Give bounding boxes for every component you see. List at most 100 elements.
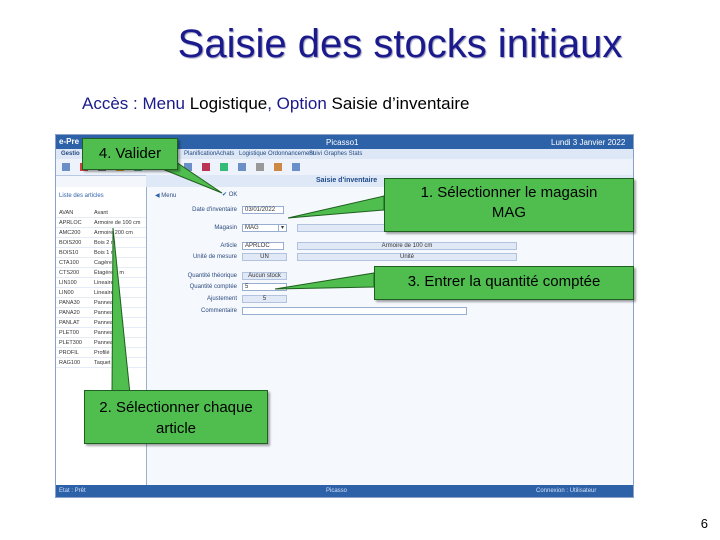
list-item[interactable]: PANA30 Panneau	[56, 297, 146, 308]
app-menubar: Gestio Planification Achats Logistique O…	[56, 149, 633, 159]
list-item[interactable]: RAG100 Taquet	[56, 357, 146, 368]
list-item[interactable]: PROFIL Profilé	[56, 347, 146, 358]
page-number: 6	[700, 516, 708, 531]
article-code: AMC200	[59, 230, 81, 236]
status-app: Picasso	[326, 488, 348, 494]
article-description: Panneau	[94, 340, 117, 346]
store-label: Magasin	[214, 225, 237, 231]
article-code: PANLAT	[59, 320, 80, 326]
article-description: Avant	[94, 210, 108, 216]
article-description: Armoire 200 cm	[94, 230, 133, 236]
article-code: CTA100	[59, 260, 79, 266]
tab-gestion[interactable]: Gestio	[61, 151, 80, 157]
ok-button[interactable]: ✔ OK	[222, 191, 237, 198]
list-item[interactable]: CTS200 Étagère 2 m	[56, 267, 146, 278]
back-icon[interactable]	[62, 163, 70, 171]
list-item[interactable]: APRLOC Armoire de 100 cm	[56, 217, 146, 228]
access-path: Accès : Menu Logistique, Option Saisie d…	[82, 94, 469, 114]
mail-icon[interactable]	[274, 163, 282, 171]
chart-icon[interactable]	[202, 163, 210, 171]
counted-qty-label: Quantité comptée	[189, 284, 237, 290]
access-option: Saisie d’inventaire	[331, 94, 470, 113]
list-item[interactable]: BOIS10 Bois 1 m	[56, 247, 146, 258]
status-user: Connexion : Utilisateur	[536, 488, 597, 494]
article-description: Panneau	[94, 330, 117, 336]
article-code: APRLOC	[59, 220, 82, 226]
article-description: Panneau	[94, 310, 117, 316]
article-code: LIN100	[59, 280, 77, 286]
article-description: Armoire de 100 cm	[94, 220, 141, 226]
article-description: Lineaire	[94, 280, 114, 286]
article-code: PLET300	[59, 340, 82, 346]
menu-achats[interactable]: Achats	[216, 151, 235, 157]
article-description: Panneau lat	[94, 320, 124, 326]
access-prefix: Accès : Menu	[82, 94, 190, 113]
article-code: PANA20	[59, 310, 80, 316]
counted-qty-input[interactable]: 5	[242, 283, 287, 291]
form-title: Saisie d'inventaire	[316, 177, 378, 184]
menu-ordonnancement[interactable]: Ordonnancement	[268, 151, 315, 157]
article-field[interactable]: APRLOC	[242, 242, 284, 250]
unit-description: Unité	[297, 253, 517, 261]
ok-button-label: OK	[228, 192, 238, 198]
menu-suivi[interactable]: Suivi	[309, 151, 323, 157]
list-item[interactable]: PANLAT Panneau lat	[56, 317, 146, 328]
comment-label: Commentaire	[200, 308, 237, 314]
menu-planification[interactable]: Planification	[184, 151, 217, 157]
article-code: PLET00	[59, 330, 79, 336]
list-item[interactable]: PLET300 Panneau	[56, 337, 146, 348]
access-menu: Logistique	[189, 94, 268, 113]
adjustment-label: Ajustement	[206, 296, 237, 302]
comment-input[interactable]	[242, 307, 467, 315]
check-icon: ✔	[222, 192, 228, 198]
status-state: Etat : Prêt	[59, 488, 86, 494]
chevron-down-icon[interactable]: ▾	[278, 224, 287, 232]
callout-enter-qty: 3. Entrer la quantité comptée	[374, 266, 634, 300]
excel-icon[interactable]	[220, 163, 228, 171]
stats-icon[interactable]	[238, 163, 246, 171]
article-description: Panneau	[94, 300, 117, 306]
list-item[interactable]: CTA100 Cagère	[56, 257, 146, 268]
article-description: Bois 1 m	[94, 250, 116, 256]
article-code: CTS200	[59, 270, 80, 276]
article-code: LIN00	[59, 290, 74, 296]
article-description: Étagère 2 m	[94, 270, 124, 276]
menu-graphes-stats[interactable]: Graphes Stats	[324, 151, 363, 157]
article-description: Bois 2 m	[94, 240, 116, 246]
app-titlebar: e-Pre Picasso1 Lundi 3 Janvier 2022	[56, 135, 633, 149]
article-code: PROFIL	[59, 350, 79, 356]
app-statusbar: Etat : Prêt Picasso Connexion : Utilisat…	[56, 485, 633, 497]
settings-icon[interactable]	[256, 163, 264, 171]
unit-field: UN	[242, 253, 287, 261]
list-item[interactable]: PLET00 Panneau	[56, 327, 146, 338]
article-description: Taquet	[94, 360, 111, 366]
callout-select-article: 2. Sélectionner chaque article	[84, 390, 268, 444]
article-code: RAG100	[59, 360, 81, 366]
menu-button[interactable]: ◀ Menu	[155, 192, 176, 199]
menu-logistique[interactable]: Logistique	[239, 151, 267, 157]
article-code: BOIS10	[59, 250, 79, 256]
unit-label: Unité de mesure	[192, 254, 237, 260]
article-label: Article	[220, 243, 237, 249]
theoretical-qty-label: Quantité théorique	[187, 273, 237, 279]
menu-button-label: Menu	[161, 193, 177, 199]
article-description: Armoire de 100 cm	[297, 242, 517, 250]
date-field[interactable]: 03/01/2022	[242, 206, 284, 214]
article-code: PANA30	[59, 300, 80, 306]
app-logo: e-Pre	[59, 137, 80, 146]
adjustment-value: 5	[242, 295, 287, 303]
callout-validate: 4. Valider	[82, 138, 178, 170]
callout-select-store: 1. Sélectionner le magasin MAG	[384, 178, 634, 232]
article-description: Cagère	[94, 260, 113, 266]
list-item[interactable]: PANA20 Panneau	[56, 307, 146, 318]
list-item[interactable]: LIN100 Lineaire	[56, 277, 146, 288]
article-description: Profilé	[94, 350, 110, 356]
help-icon[interactable]	[292, 163, 300, 171]
slide-title: Saisie des stocks initiaux	[177, 22, 623, 66]
date-label: Date d'inventaire	[192, 207, 237, 213]
article-list-title: Liste des articles	[59, 193, 104, 199]
print-icon[interactable]	[184, 163, 192, 171]
